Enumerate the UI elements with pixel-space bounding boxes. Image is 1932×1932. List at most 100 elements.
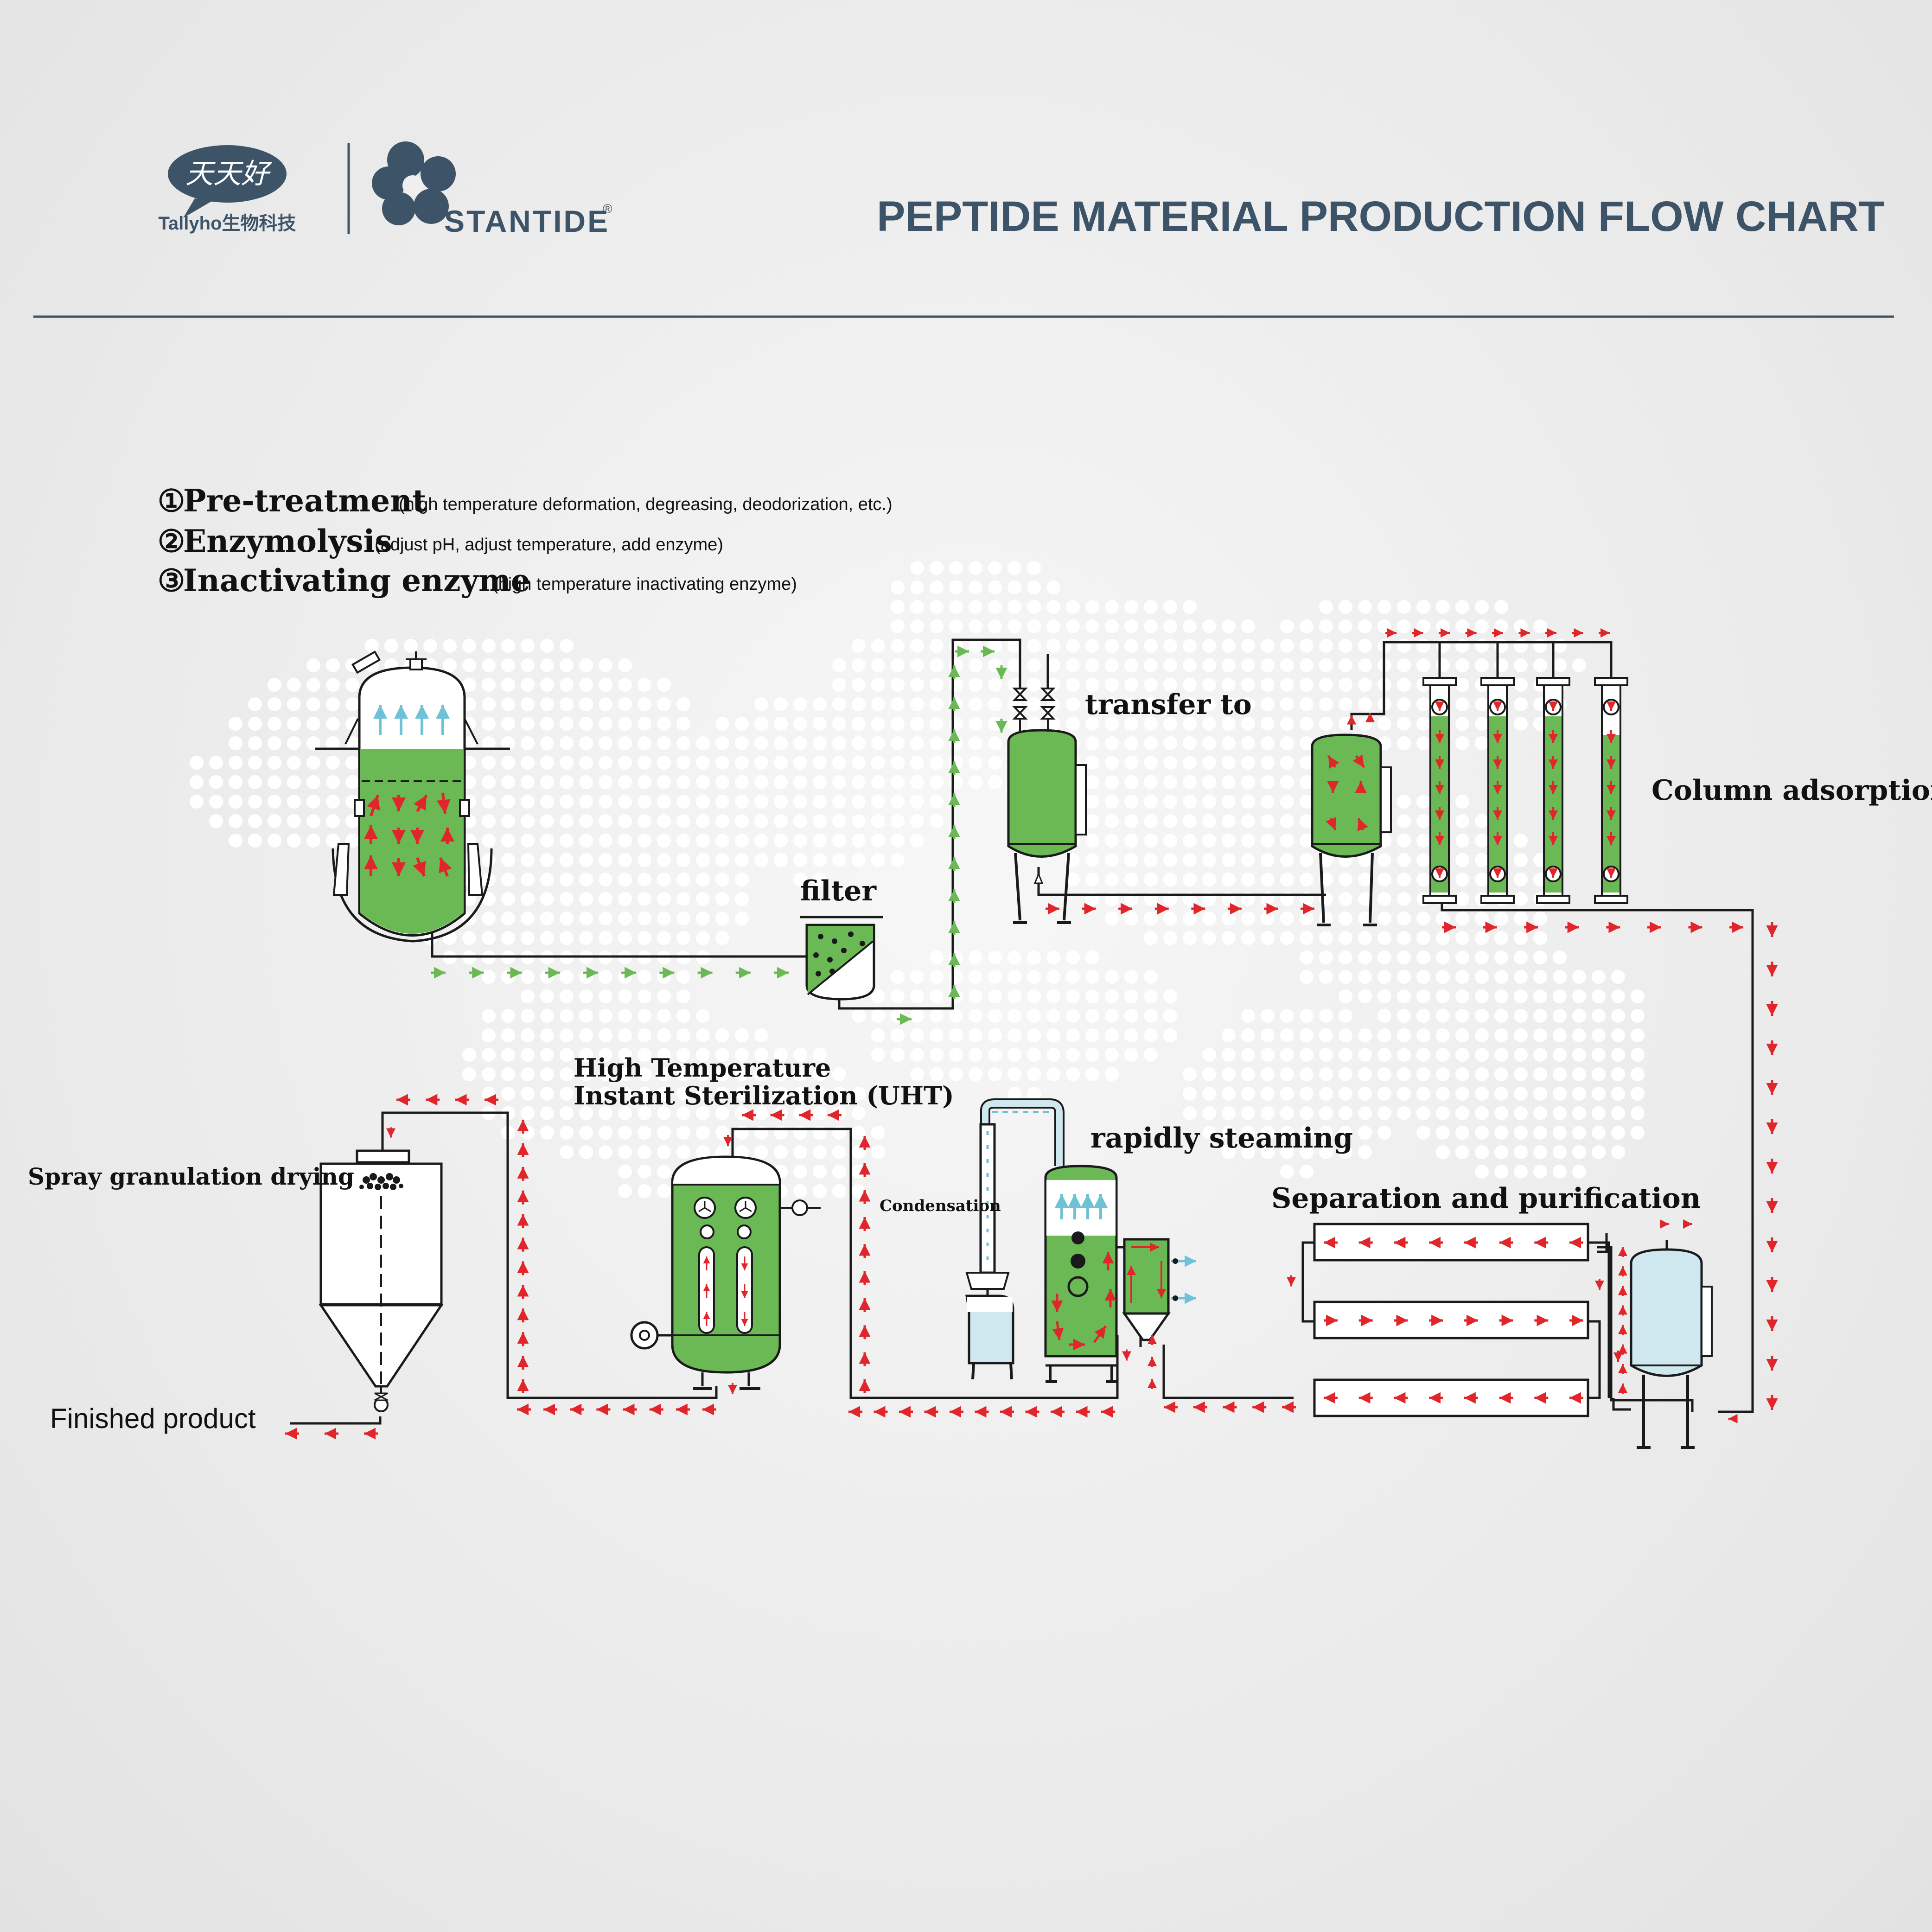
map-dot bbox=[1514, 931, 1528, 945]
map-dot bbox=[1475, 1028, 1489, 1042]
map-dot bbox=[1416, 600, 1430, 614]
map-dot bbox=[1300, 912, 1314, 925]
map-dot bbox=[501, 717, 515, 731]
map-dot bbox=[891, 989, 905, 1003]
flow-arrows bbox=[285, 628, 1778, 1440]
map-dot bbox=[1124, 658, 1138, 672]
map-dot bbox=[910, 736, 924, 750]
map-dot bbox=[618, 1145, 632, 1159]
map-dot bbox=[1416, 1106, 1430, 1120]
map-dot bbox=[735, 1067, 749, 1081]
map-dot bbox=[599, 678, 612, 692]
map-dot bbox=[1553, 970, 1567, 984]
map-dot bbox=[1553, 1165, 1567, 1179]
map-dot bbox=[1592, 1048, 1606, 1062]
map-dot bbox=[1202, 795, 1216, 809]
map-dot bbox=[560, 639, 574, 653]
map-dot bbox=[1222, 619, 1236, 633]
map-dot bbox=[715, 814, 729, 828]
map-dot bbox=[540, 912, 554, 925]
map-dot bbox=[1085, 717, 1099, 731]
map-dot bbox=[657, 678, 671, 692]
map-dot bbox=[1163, 697, 1177, 711]
map-dot bbox=[1572, 970, 1586, 984]
map-dot bbox=[949, 989, 963, 1003]
map-dot bbox=[754, 795, 768, 809]
map-dot bbox=[1436, 1087, 1450, 1101]
map-dot bbox=[638, 1009, 651, 1023]
map-dot bbox=[891, 814, 905, 828]
stantide-registered-mark: ® bbox=[603, 202, 612, 216]
map-dot bbox=[462, 658, 476, 672]
map-dot bbox=[813, 814, 827, 828]
map-dot bbox=[1027, 697, 1041, 711]
map-dot bbox=[521, 970, 535, 984]
map-dot bbox=[560, 970, 574, 984]
map-dot bbox=[1261, 639, 1275, 653]
map-dot bbox=[579, 1009, 593, 1023]
map-dot bbox=[871, 1145, 885, 1159]
map-dot bbox=[676, 814, 690, 828]
map-dot bbox=[1514, 853, 1528, 867]
map-dot bbox=[1261, 931, 1275, 945]
map-dot bbox=[657, 717, 671, 731]
map-dot bbox=[1494, 970, 1508, 984]
map-dot bbox=[1300, 950, 1314, 964]
map-dot bbox=[1280, 658, 1294, 672]
map-dot bbox=[891, 717, 905, 731]
map-dot bbox=[1085, 989, 1099, 1003]
map-dot bbox=[1436, 1048, 1450, 1062]
tallyho-logo-subtitle: Tallyho生物科技 bbox=[158, 213, 296, 234]
map-dot bbox=[1124, 1009, 1138, 1023]
map-dot bbox=[754, 697, 768, 711]
map-dot bbox=[949, 1067, 963, 1081]
vapor-arrows bbox=[373, 705, 450, 735]
map-dot bbox=[1494, 1087, 1508, 1101]
map-dot bbox=[618, 795, 632, 809]
map-dot bbox=[754, 814, 768, 828]
map-dot bbox=[599, 756, 612, 770]
map-dot bbox=[1339, 912, 1352, 925]
map-dot bbox=[638, 717, 651, 731]
map-dot bbox=[1222, 756, 1236, 770]
map-dot bbox=[1300, 834, 1314, 848]
map-dot bbox=[1592, 970, 1606, 984]
map-dot bbox=[676, 1126, 690, 1140]
map-dot bbox=[540, 1126, 554, 1140]
map-dot bbox=[1007, 561, 1021, 575]
map-dot bbox=[891, 580, 905, 594]
map-dot bbox=[1533, 1087, 1547, 1101]
map-dot bbox=[1085, 1028, 1099, 1042]
map-dot bbox=[1144, 873, 1158, 886]
map-dot bbox=[579, 814, 593, 828]
map-dot bbox=[871, 834, 885, 848]
map-dot bbox=[910, 658, 924, 672]
map-dot bbox=[910, 1067, 924, 1081]
map-dot bbox=[832, 775, 846, 789]
map-dot bbox=[930, 580, 944, 594]
map-dot bbox=[735, 853, 749, 867]
map-dot bbox=[1183, 658, 1197, 672]
map-dot bbox=[1222, 639, 1236, 653]
map-dot bbox=[1241, 736, 1255, 750]
map-dot bbox=[969, 775, 982, 789]
map-dot bbox=[696, 1067, 710, 1081]
map-dot bbox=[1241, 873, 1255, 886]
map-dot bbox=[248, 697, 262, 711]
map-dot bbox=[1085, 658, 1099, 672]
map-dot bbox=[1222, 795, 1236, 809]
map-dot bbox=[949, 717, 963, 731]
map-dot bbox=[910, 989, 924, 1003]
map-dot bbox=[1553, 1106, 1567, 1120]
map-dot bbox=[1280, 853, 1294, 867]
map-dot bbox=[1124, 989, 1138, 1003]
map-dot bbox=[1202, 658, 1216, 672]
page-title: PEPTIDE MATERIAL PRODUCTION FLOW CHART bbox=[877, 193, 1885, 240]
map-dot bbox=[1183, 873, 1197, 886]
map-dot bbox=[1183, 1106, 1197, 1120]
map-dot bbox=[871, 775, 885, 789]
map-dot bbox=[579, 853, 593, 867]
map-dot bbox=[482, 853, 496, 867]
map-dot bbox=[287, 756, 301, 770]
map-dot bbox=[287, 814, 301, 828]
